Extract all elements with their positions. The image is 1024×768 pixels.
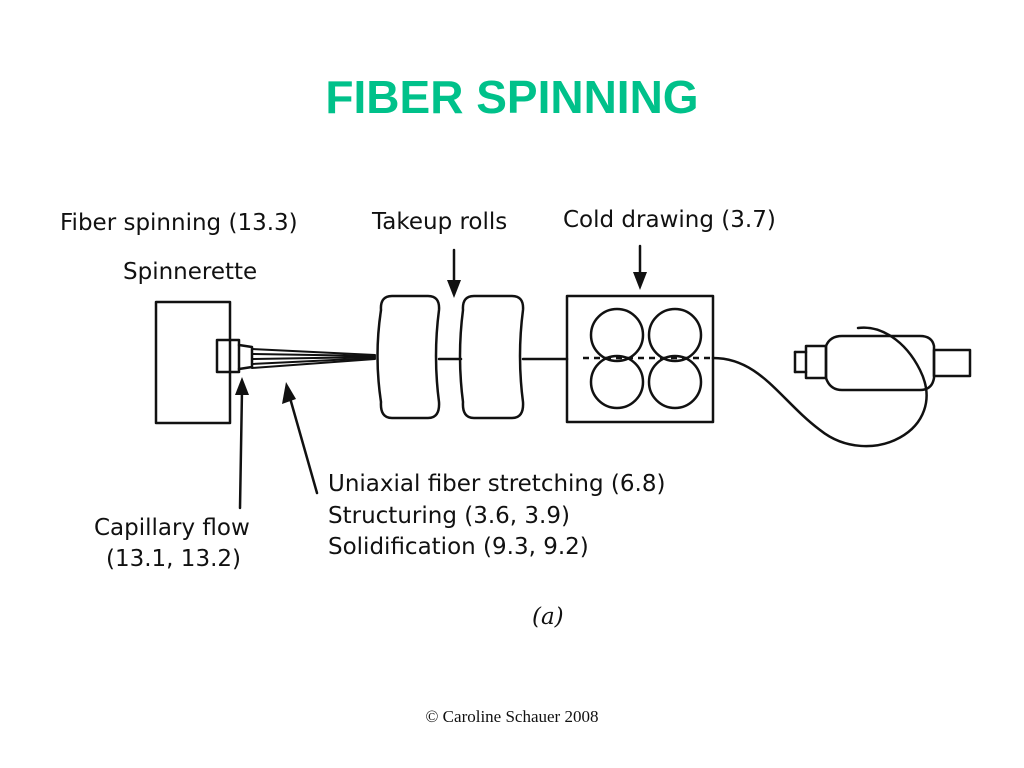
label-fiber-spinning: Fiber spinning (13.3): [60, 210, 298, 236]
draw-roller: [647, 307, 703, 363]
takeup-roll-1: [376, 294, 441, 420]
draw-roller: [589, 354, 645, 410]
spinnerette-body: [154, 300, 232, 425]
filament-bundle: [251, 348, 376, 369]
winding-bobbin: [793, 334, 972, 392]
draw-roller: [647, 354, 703, 410]
spinnerette-die: [215, 338, 241, 374]
arrow-cold-drawing: [633, 244, 647, 290]
copyright-footer: © Caroline Schauer 2008: [425, 707, 599, 726]
arrow-capillary-flow: [235, 377, 249, 510]
label-solidification: Solidification (9.3, 9.2): [328, 534, 589, 560]
slide-title: FIBER SPINNING: [325, 71, 699, 123]
label-structuring: Structuring (3.6, 3.9): [328, 503, 570, 529]
arrow-takeup-rolls: [447, 248, 461, 298]
diagram-caption: (a): [532, 604, 564, 630]
label-capillary-flow: Capillary flow: [94, 515, 250, 541]
draw-roller: [589, 307, 645, 363]
fiber-loop: [711, 326, 928, 448]
label-cold-drawing: Cold drawing (3.7): [563, 207, 776, 233]
die-nozzle-tip: [237, 343, 254, 371]
arrow-stretching-zone: [282, 382, 319, 495]
label-takeup-rolls: Takeup rolls: [371, 209, 507, 235]
takeup-roll-2: [458, 294, 525, 420]
label-spinnerette: Spinnerette: [123, 259, 257, 285]
label-capillary-flow-refs: (13.1, 13.2): [106, 546, 241, 572]
label-uniaxial-stretching: Uniaxial fiber stretching (6.8): [328, 471, 665, 497]
